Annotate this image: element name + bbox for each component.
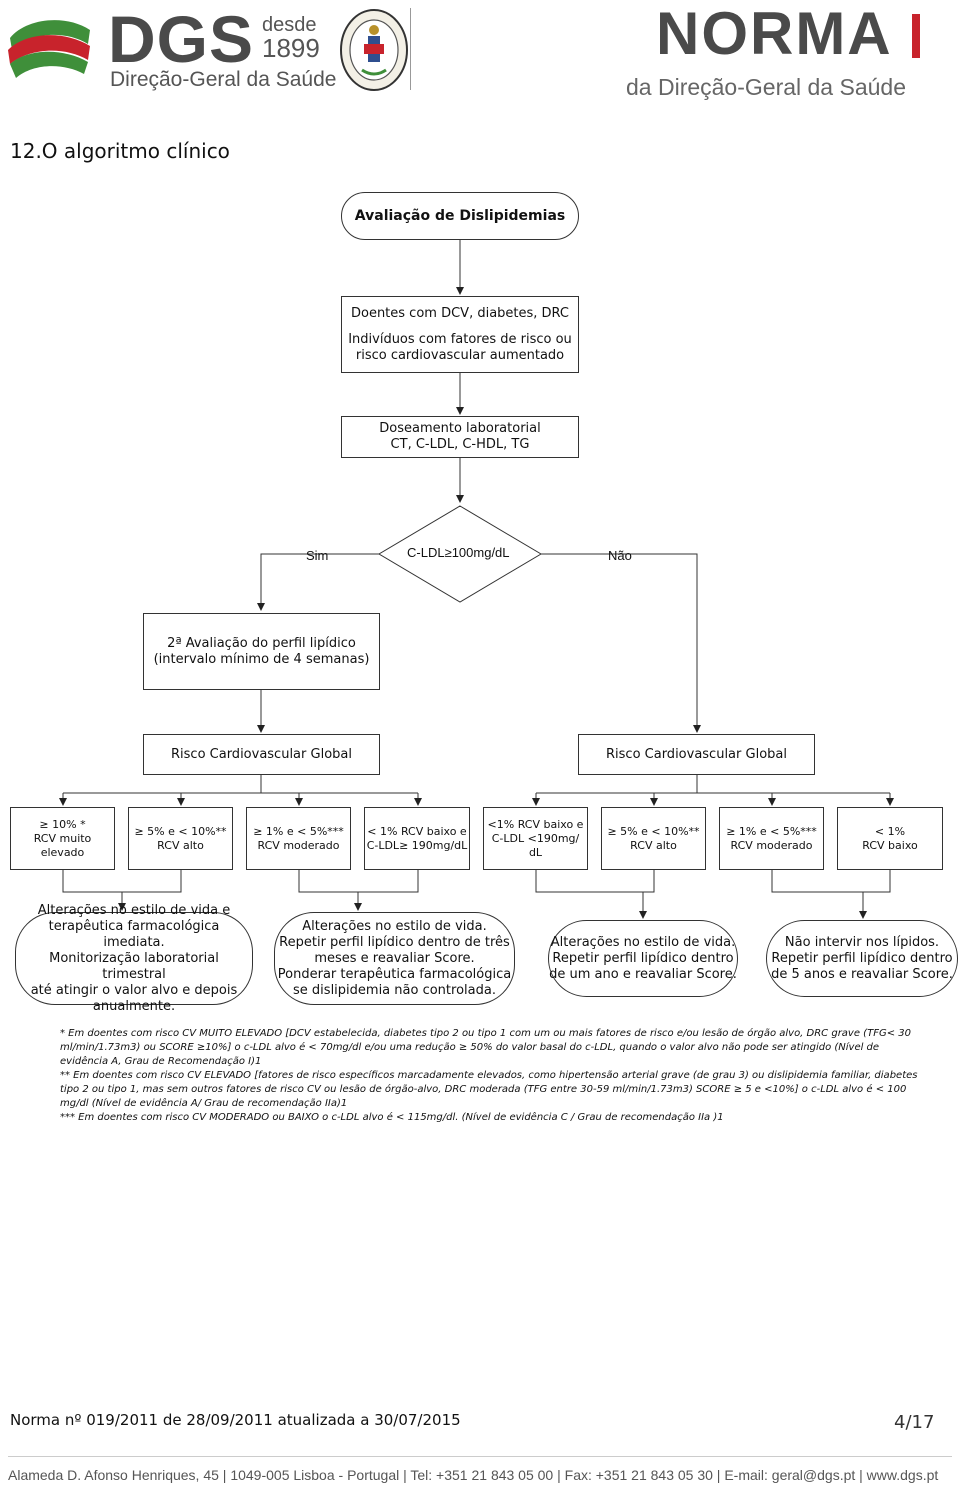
dgs-logo-text: DGS (108, 2, 255, 76)
category-box: <1% RCV baixo e C-LDL <190mg/ dL (483, 807, 588, 870)
category-line: ≥ 5% e < 10%** (607, 824, 700, 838)
footer-divider (8, 1456, 952, 1457)
action-line: Não intervir nos lípidos. (784, 934, 940, 950)
norma-subtitle: da Direção-Geral da Saúde (626, 74, 906, 100)
flowchart-connectors (59, 240, 894, 919)
population-line: risco cardiovascular aumentado (355, 347, 565, 363)
header-divider (410, 8, 411, 90)
second-eval-line: (intervalo mínimo de 4 semanas) (153, 651, 370, 667)
category-line: ≥ 1% e < 5%*** (253, 824, 344, 838)
dgs-year-label: 1899 (262, 33, 320, 63)
lab-box: Doseamento laboratorial CT, C-LDL, C-HDL… (341, 416, 579, 458)
action-line: Repetir perfil lipídico dentro (771, 950, 953, 966)
category-line: < 1% (874, 824, 906, 838)
footnote: ** Em doentes com risco CV ELEVADO [fato… (60, 1070, 918, 1109)
action-oval: Alterações no estilo de vida. Repetir pe… (548, 920, 738, 997)
category-line: RCV moderado (257, 838, 340, 852)
no-label: Não (608, 548, 632, 563)
dgs-logo-mark (6, 8, 92, 90)
action-line: terapêutica farmacológica imediata. (48, 918, 220, 950)
action-line: Monitorização laboratorial trimestral (49, 950, 219, 982)
category-line: RCV baixo (862, 838, 918, 852)
category-line: C-LDL <190mg/ (491, 831, 580, 845)
action-line: anualmente. (92, 998, 176, 1014)
action-line: Repetir perfil lipídico dentro de três (279, 934, 510, 950)
footer-norma-reference: Norma nº 019/2011 de 28/09/2011 atualiza… (10, 1411, 461, 1429)
norma-red-bar (912, 14, 920, 58)
order-seal-icon (338, 6, 410, 92)
footnotes: * Em doentes com risco CV MUITO ELEVADO … (60, 1027, 925, 1125)
decision-label: C-LDL≥100mg/dL (407, 545, 510, 560)
category-box: ≥ 5% e < 10%** RCV alto (601, 807, 706, 870)
action-line: até atingir o valor alvo e depois (30, 982, 238, 998)
category-box: < 1% RCV baixo (837, 807, 943, 870)
action-oval: Alterações no estilo de vida e terapêuti… (15, 903, 253, 1014)
category-line: < 1% RCV baixo e (367, 824, 467, 838)
second-eval-box: 2ª Avaliação do perfil lipídico (interva… (143, 613, 380, 690)
action-line: Alterações no estilo de vida. (302, 918, 487, 934)
category-line: <1% RCV baixo e (487, 817, 584, 831)
population-line: Indivíduos com fatores de risco ou (348, 331, 572, 347)
risk-label: Risco Cardiovascular Global (606, 746, 787, 762)
category-box: ≥ 1% e < 5%*** RCV moderado (246, 807, 351, 870)
footnote: * Em doentes com risco CV MUITO ELEVADO … (60, 1028, 911, 1067)
category-line: ≥ 1% e < 5%*** (726, 824, 817, 838)
category-line: dL (528, 845, 543, 859)
start-node-label: Avaliação de Dislipidemias (354, 208, 566, 224)
page-number: 4/17 (894, 1412, 935, 1433)
risk-label: Risco Cardiovascular Global (171, 746, 352, 762)
category-box: ≥ 5% e < 10%** RCV alto (128, 807, 233, 870)
category-line: ≥ 10% * (39, 817, 86, 831)
yes-label: Sim (306, 548, 329, 563)
start-node: Avaliação de Dislipidemias (341, 192, 579, 240)
action-line: Ponderar terapêutica farmacológica (277, 966, 512, 982)
category-line: elevado (40, 845, 85, 859)
section-title: 12.O algoritmo clínico (10, 139, 230, 163)
category-line: RCV moderado (730, 838, 813, 852)
action-oval: Não intervir nos lípidos. Repetir perfil… (766, 920, 958, 997)
population-box: Doentes com DCV, diabetes, DRC Indivíduo… (341, 296, 579, 373)
risk-box-left: Risco Cardiovascular Global (143, 734, 380, 775)
category-line: ≥ 5% e < 10%** (134, 824, 227, 838)
action-line: de 5 anos e reavaliar Score. (771, 966, 953, 982)
dgs-subtitle: Direção-Geral da Saúde (110, 68, 337, 91)
category-line: C-LDL≥ 190mg/dL (366, 838, 468, 852)
category-line: RCV alto (630, 838, 677, 852)
category-line: RCV alto (157, 838, 204, 852)
lab-line: Doseamento laboratorial (379, 421, 541, 436)
action-line: Alterações no estilo de vida e (37, 902, 231, 918)
action-line: meses e reavaliar Score. (314, 950, 475, 966)
category-box: ≥ 10% * RCV muito elevado (10, 807, 115, 870)
action-oval: Alterações no estilo de vida. Repetir pe… (274, 912, 515, 1005)
action-line: se dislipidemia não controlada. (293, 982, 496, 998)
norma-title: NORMA (656, 0, 893, 67)
action-line: Alterações no estilo de vida. (550, 934, 736, 950)
population-line: Doentes com DCV, diabetes, DRC (350, 305, 570, 321)
action-line: Repetir perfil lipídico dentro (552, 950, 734, 966)
category-box: ≥ 1% e < 5%*** RCV moderado (719, 807, 824, 870)
second-eval-line: 2ª Avaliação do perfil lipídico (167, 635, 356, 651)
action-line: de um ano e reavaliar Score. (549, 966, 737, 982)
footer-address: Alameda D. Afonso Henriques, 45 | 1049-0… (8, 1467, 939, 1483)
risk-box-right: Risco Cardiovascular Global (578, 734, 815, 775)
lab-line: CT, C-LDL, C-HDL, TG (390, 437, 530, 452)
category-line: RCV muito (33, 831, 92, 845)
footnote: *** Em doentes com risco CV MODERADO ou … (60, 1112, 724, 1123)
dgs-desde-label: desde (262, 14, 317, 36)
category-box: < 1% RCV baixo e C-LDL≥ 190mg/dL (364, 807, 470, 870)
